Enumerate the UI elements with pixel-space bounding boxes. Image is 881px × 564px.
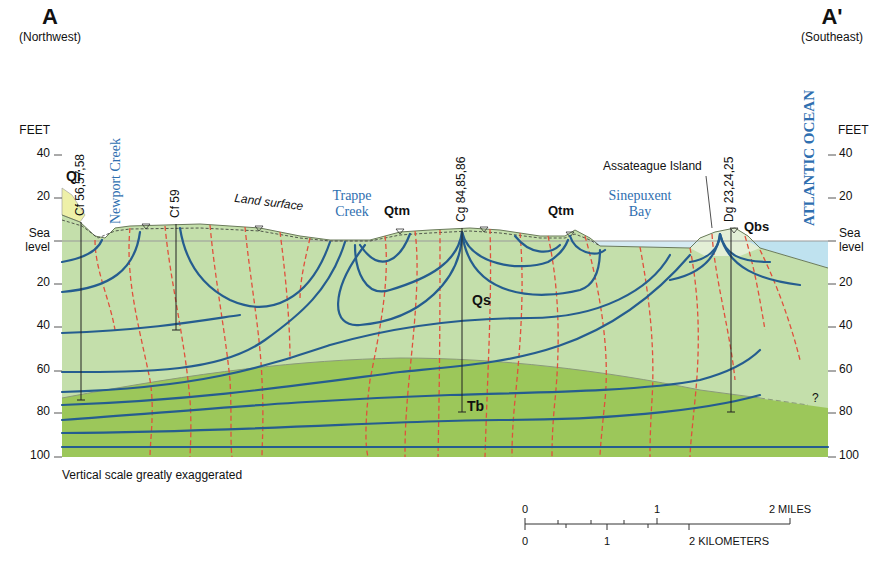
section-end-letter: A (42, 4, 58, 29)
axis-value: 60 (839, 363, 852, 377)
tb-unit (62, 358, 828, 457)
section-end-letter: A' (821, 4, 842, 29)
creek-label: Trappe Creek (324, 188, 380, 220)
direction-label: (Southeast) (801, 31, 863, 45)
well-label: Dg 23,24,25 (723, 157, 737, 222)
axis-value: 20 (839, 190, 852, 204)
axis-value: 80 (37, 405, 50, 419)
well-label: Cf 56,57,58 (74, 154, 88, 216)
unit-label: Qtm (548, 204, 574, 219)
scale-value: 0 (522, 535, 528, 548)
scale-value: 1 (604, 535, 610, 548)
scale-bar (525, 518, 790, 530)
ocean-label: ATLANTIC OCEAN (801, 90, 818, 226)
place-label: Assateague Island (603, 160, 702, 174)
axis-value: 40 (37, 319, 50, 333)
well-label: Cf 59 (169, 189, 183, 218)
tb-contact-inferred (760, 398, 808, 405)
bay-label: Sinepuxent Bay (603, 188, 677, 220)
well-label: Cg 84,85,86 (455, 157, 469, 222)
scale-value: 2 KILOMETERS (689, 535, 769, 548)
axis-value: 100 (30, 449, 50, 463)
uncertain-contact-mark: ? (812, 392, 819, 406)
leader-line (706, 176, 712, 228)
axis-value: 40 (839, 319, 852, 333)
land-surface-line (62, 215, 828, 268)
unit-label: Tb (467, 398, 484, 414)
equipotential-lines (95, 225, 800, 457)
axis-value: Sea level (16, 227, 50, 255)
scale-value: 1 (654, 503, 660, 516)
axis-unit: FEET (838, 124, 869, 138)
axis-unit: FEET (19, 124, 50, 138)
sea-level-line (62, 241, 828, 242)
axis-value: 80 (839, 405, 852, 419)
axis-value: Sea level (839, 227, 873, 255)
unit-label: Qs (472, 292, 491, 308)
scale-value: 2 MILES (769, 503, 811, 516)
axis-value: 60 (37, 363, 50, 377)
unit-label: Qbs (744, 220, 769, 235)
axis-value: 40 (839, 147, 852, 161)
direction-label: (Northwest) (19, 31, 81, 45)
tb-contact (62, 358, 760, 398)
scale-value: 0 (522, 503, 528, 516)
axis-value: 40 (37, 147, 50, 161)
creek-label: Newport Creek (108, 138, 124, 224)
flow-lines (62, 228, 828, 447)
axis-value: 100 (839, 449, 859, 463)
axis-value: 20 (839, 276, 852, 290)
unit-label: Qtm (384, 204, 410, 219)
well-lines (77, 222, 735, 412)
scale-note: Vertical scale greatly exaggerated (62, 469, 242, 483)
axis-value: 20 (37, 276, 50, 290)
axis-ticks (54, 155, 836, 457)
axis-value: 20 (37, 190, 50, 204)
qs-unit (62, 215, 828, 457)
surface-label: Land surface (233, 192, 304, 214)
